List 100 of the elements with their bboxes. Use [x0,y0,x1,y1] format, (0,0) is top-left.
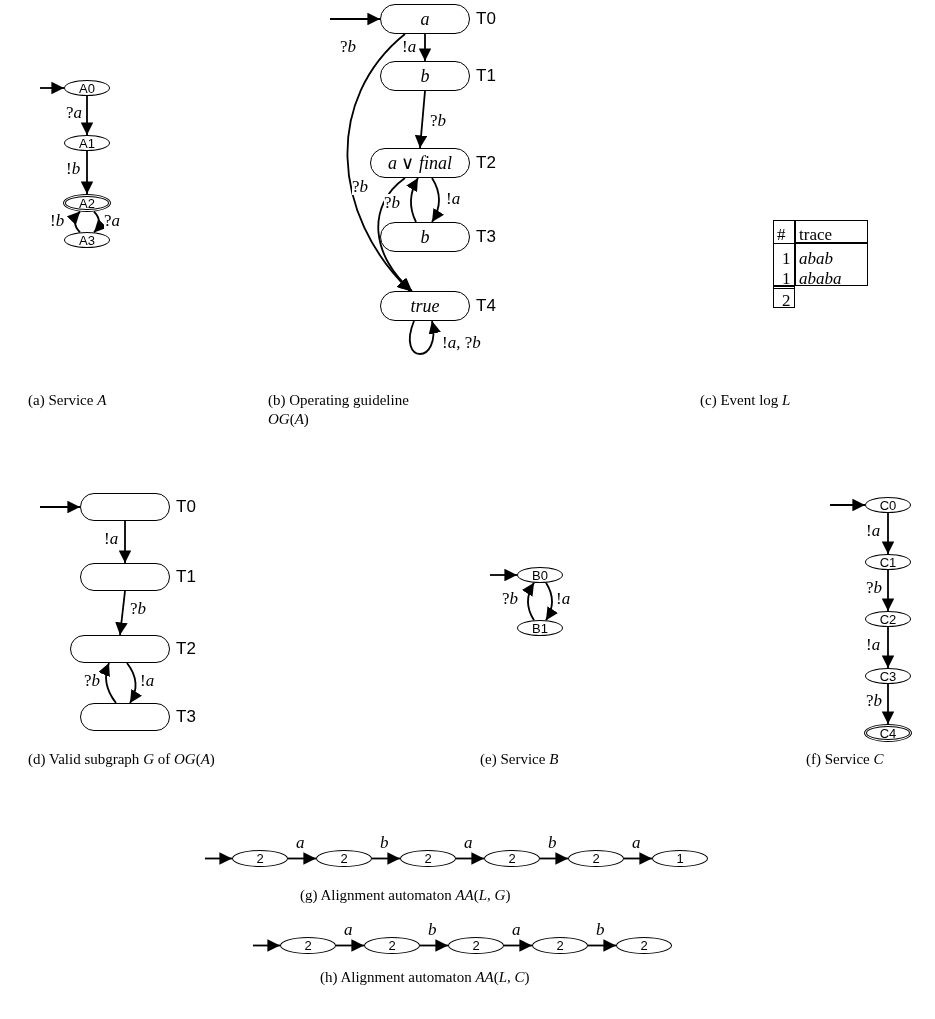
state-label: 2 [472,939,480,952]
transition-arrow [126,662,142,704]
state-label: A2 [79,196,95,210]
transition-arrow [118,520,132,564]
transition-arrow [522,581,535,622]
transition-arrow [287,852,317,865]
edge-label: !a [104,530,119,547]
state-label: a ∨ final [388,154,452,172]
edge-label: !a, ?b [442,334,481,351]
node-tag: T2 [176,640,196,657]
transition-arrow [80,95,94,136]
state-ellipse [232,850,288,867]
transition-arrow [418,33,432,62]
state-label: 2 [304,939,312,952]
node-tag: T2 [476,154,496,171]
caption: (a) Service A [28,391,108,410]
edge-label: ?b [84,672,101,689]
state-ellipse [364,937,420,954]
transition-arrow [587,939,617,952]
state-label: b [420,67,430,85]
state-label: B0 [532,568,548,582]
edge-label: ?b [352,178,369,195]
caption: (f) Service C [806,750,885,769]
caption: (c) Event log L [700,391,792,410]
state-label: a [420,10,430,28]
edge-label: b [428,921,437,938]
transition-arrow [623,852,653,865]
state-ellipse [64,135,110,151]
edge-label: ?a [66,104,83,121]
state-label: 2 [640,939,648,952]
transition-arrow [881,626,895,669]
state-ellipse [316,850,372,867]
state-label: true [410,297,440,315]
edge-label: b [380,834,389,851]
edge-label: !a [402,38,417,55]
edge-label: ?b [866,579,883,596]
state-box [380,291,470,321]
edge-label: ?b [340,38,357,55]
edge-label: b [596,921,605,938]
caption: (b) Operating guideline OG(A) [268,391,410,429]
state-box [80,703,170,731]
state-label: b [420,228,430,246]
state-label: A3 [79,233,95,247]
table-header: trace [799,226,833,243]
state-ellipse [616,937,672,954]
start-arrow [39,81,65,95]
edge-label: !b [66,160,81,177]
state-label: C3 [879,669,897,683]
transition-arrow [419,939,449,952]
transition-arrow [371,852,401,865]
state-box [380,61,470,91]
transition-arrow [431,177,444,223]
edge-label: !a [866,522,881,539]
transition-arrow [346,33,411,292]
table-header: # [777,226,786,243]
state-label: C2 [879,612,897,626]
state-ellipse [865,668,911,684]
caption: (d) Valid subgraph G of OG(A) [28,750,216,769]
transition-arrow [98,662,117,704]
node-tag: T1 [476,67,496,84]
edge-label: ?b [866,692,883,709]
transition-arrow [545,581,558,622]
state-ellipse [280,937,336,954]
state-ellipse [568,850,624,867]
state-label: 2 [556,939,564,952]
state-ellipse [652,850,708,867]
edge-label: !a [140,672,155,689]
state-label: 2 [424,852,432,865]
transition-arrow [881,569,895,612]
node-tag: T3 [176,708,196,725]
state-ellipse [517,620,563,636]
edge-label: ?a [104,212,121,229]
trace-count: 1 [782,270,791,287]
edge-label: b [548,834,557,851]
caption: (g) Alignment automaton AA(L, G) [300,886,512,905]
edge-label: !a [556,590,571,607]
trace-sequence: abab [799,250,833,267]
state-label: 2 [592,852,600,865]
state-ellipse [532,937,588,954]
self-loop-arrow [408,320,440,355]
transition-arrow [503,939,533,952]
transition-arrow [66,210,81,234]
state-box [380,222,470,252]
state-label: A0 [79,81,95,95]
state-box [370,148,470,178]
node-tag: T0 [176,498,196,515]
edge-label: ?b [430,112,447,129]
state-ellipse [865,611,911,627]
transition-arrow [881,683,895,725]
transition-arrow [539,852,569,865]
edge-label: ?b [384,194,401,211]
edge-label: !a [866,636,881,653]
node-tag: T4 [476,297,496,314]
state-ellipse [865,554,911,570]
transition-arrow [80,150,94,195]
start-arrow [39,500,81,514]
state-label: 2 [256,852,264,865]
state-ellipse [64,232,110,248]
state-label: C1 [879,555,897,569]
node-tag: T1 [176,568,196,585]
